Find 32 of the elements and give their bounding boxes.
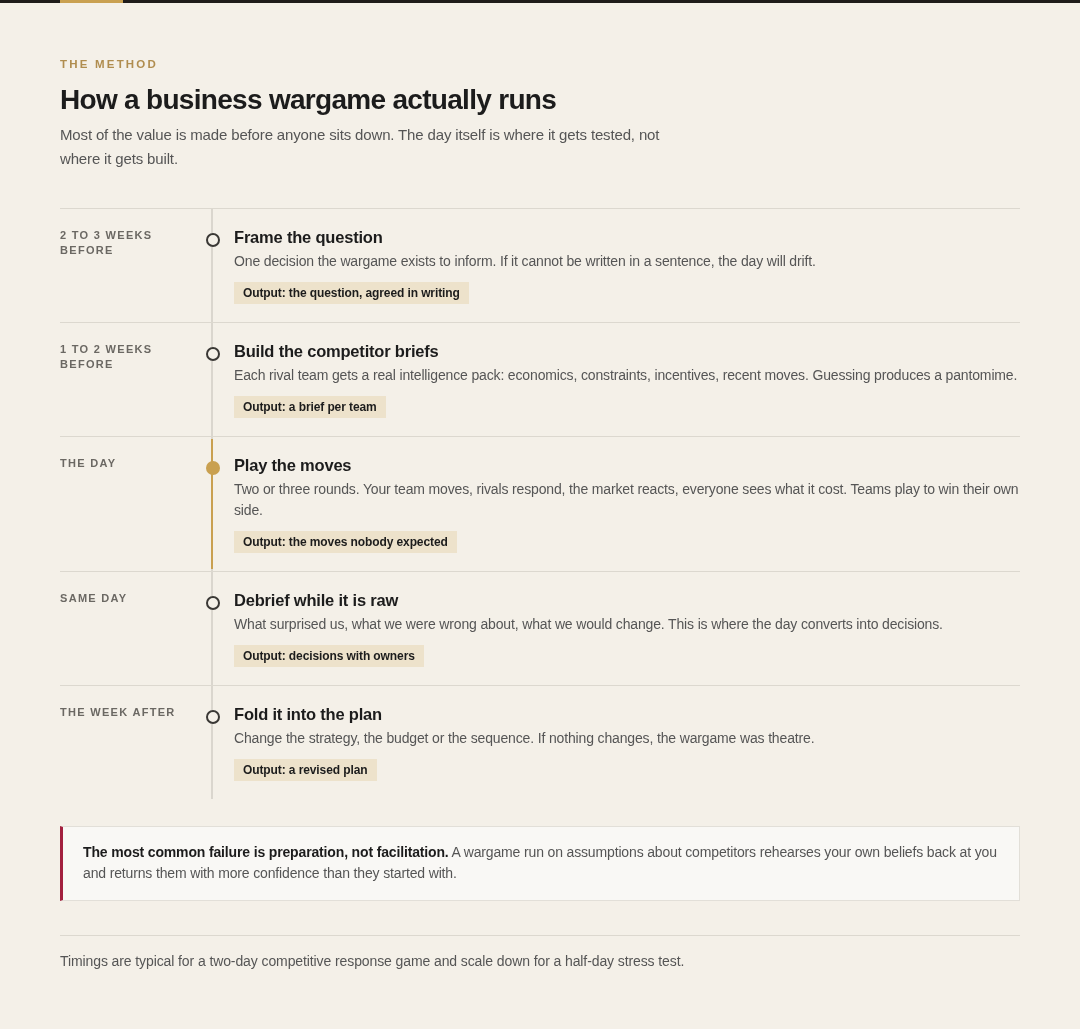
timing-label: 1 TO 2 WEEKS BEFORE (60, 342, 154, 372)
stage-description: Change the strategy, the budget or the sequence. If nothing changes, the wargame was theatre. (234, 729, 816, 748)
timing-label: THE WEEK AFTER (60, 705, 177, 720)
output-tag: Output: the question, agreed in writing (234, 282, 469, 304)
eyebrow-label: THE METHOD (60, 57, 159, 71)
callout-panel (60, 826, 1020, 901)
title: How a business wargame actually runs (60, 83, 557, 117)
stage-heading: Frame the question (234, 227, 383, 248)
timing-label: SAME DAY (60, 591, 129, 606)
timing-label: 2 TO 3 WEEKS BEFORE (60, 228, 154, 258)
timeline-dot (206, 347, 220, 361)
timing-label: THE DAY (60, 456, 118, 471)
output-tag: Output: a revised plan (234, 759, 377, 781)
stage-heading: Play the moves (234, 455, 352, 476)
stage-heading: Build the competitor briefs (234, 341, 439, 362)
timeline-row (60, 436, 1020, 571)
callout-text: The most common failure is preparation, not facilitation. A wargame run on assumptions about competitors rehearses your own beliefs back at you and returns them with more confidence than they started with. (83, 843, 998, 883)
timeline-dot (206, 233, 220, 247)
stage-description: What surprised us, what we were wrong about, what we would change. This is where the day converts into decisions. (234, 615, 944, 634)
stage-description: One decision the wargame exists to inform. If it cannot be written in a sentence, the day will drift. (234, 252, 817, 271)
stage-heading: Debrief while it is raw (234, 590, 399, 611)
output-tag: Output: a brief per team (234, 396, 386, 418)
timeline-dot (206, 596, 220, 610)
footnote-text: Timings are typical for a two-day competitive response game and scale down for a half-day stress test. (60, 952, 685, 971)
output-tag: Output: the moves nobody expected (234, 531, 457, 553)
subtitle-text: Most of the value is made before anyone sits down. The day itself is where it gets tested, not where it gets built. (60, 125, 660, 169)
timeline-dot (206, 710, 220, 724)
stage-heading: Fold it into the plan (234, 704, 382, 725)
filled-timeline-dot (206, 461, 220, 475)
stage-description: Each rival team gets a real intelligence pack: economics, constraints, incentives, recent moves. Guessing produces a pantomime. (234, 366, 1019, 385)
output-tag: Output: decisions with owners (234, 645, 424, 667)
stage-description: Two or three rounds. Your team moves, rivals respond, the market reacts, everyone sees what it cost. Teams play to win their own side. (234, 480, 1020, 520)
